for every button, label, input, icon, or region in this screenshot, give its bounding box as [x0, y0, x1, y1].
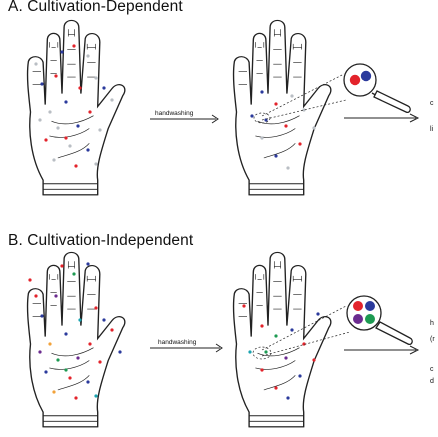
cropped-text-b-3: c [430, 366, 434, 373]
microbe-dots-before-b [28, 262, 122, 400]
magnifying-glass-icon [343, 63, 411, 114]
panel-a-title: A. Cultivation-Dependent [8, 0, 183, 15]
panel-b-title: B. Cultivation-Independent [8, 232, 194, 249]
hand-icon [26, 19, 126, 196]
arrow-right-icon [150, 343, 223, 353]
arrow-right-icon [150, 114, 219, 124]
handwashing-label-b: handwashing [158, 339, 197, 346]
handwashing-label-a: handwashing [155, 110, 194, 117]
hand-icon [232, 251, 332, 428]
cropped-text-b-1: h [430, 320, 434, 327]
cropped-text-b-2: (r [430, 336, 435, 343]
cropped-text-a-2: li [430, 126, 434, 133]
magnifying-glass-icon [346, 295, 413, 346]
microbe-dots-before-a [34, 44, 114, 168]
hand-icon [26, 251, 126, 428]
arrow-right-icon [344, 113, 420, 123]
microbe-dots-after-a [250, 90, 316, 170]
arrow-right-icon [344, 345, 420, 355]
cropped-text-a-1: c [430, 100, 434, 107]
hand-icon [232, 19, 332, 196]
cropped-text-b-4: d [430, 378, 434, 385]
microbe-dots-after-b [242, 304, 320, 400]
